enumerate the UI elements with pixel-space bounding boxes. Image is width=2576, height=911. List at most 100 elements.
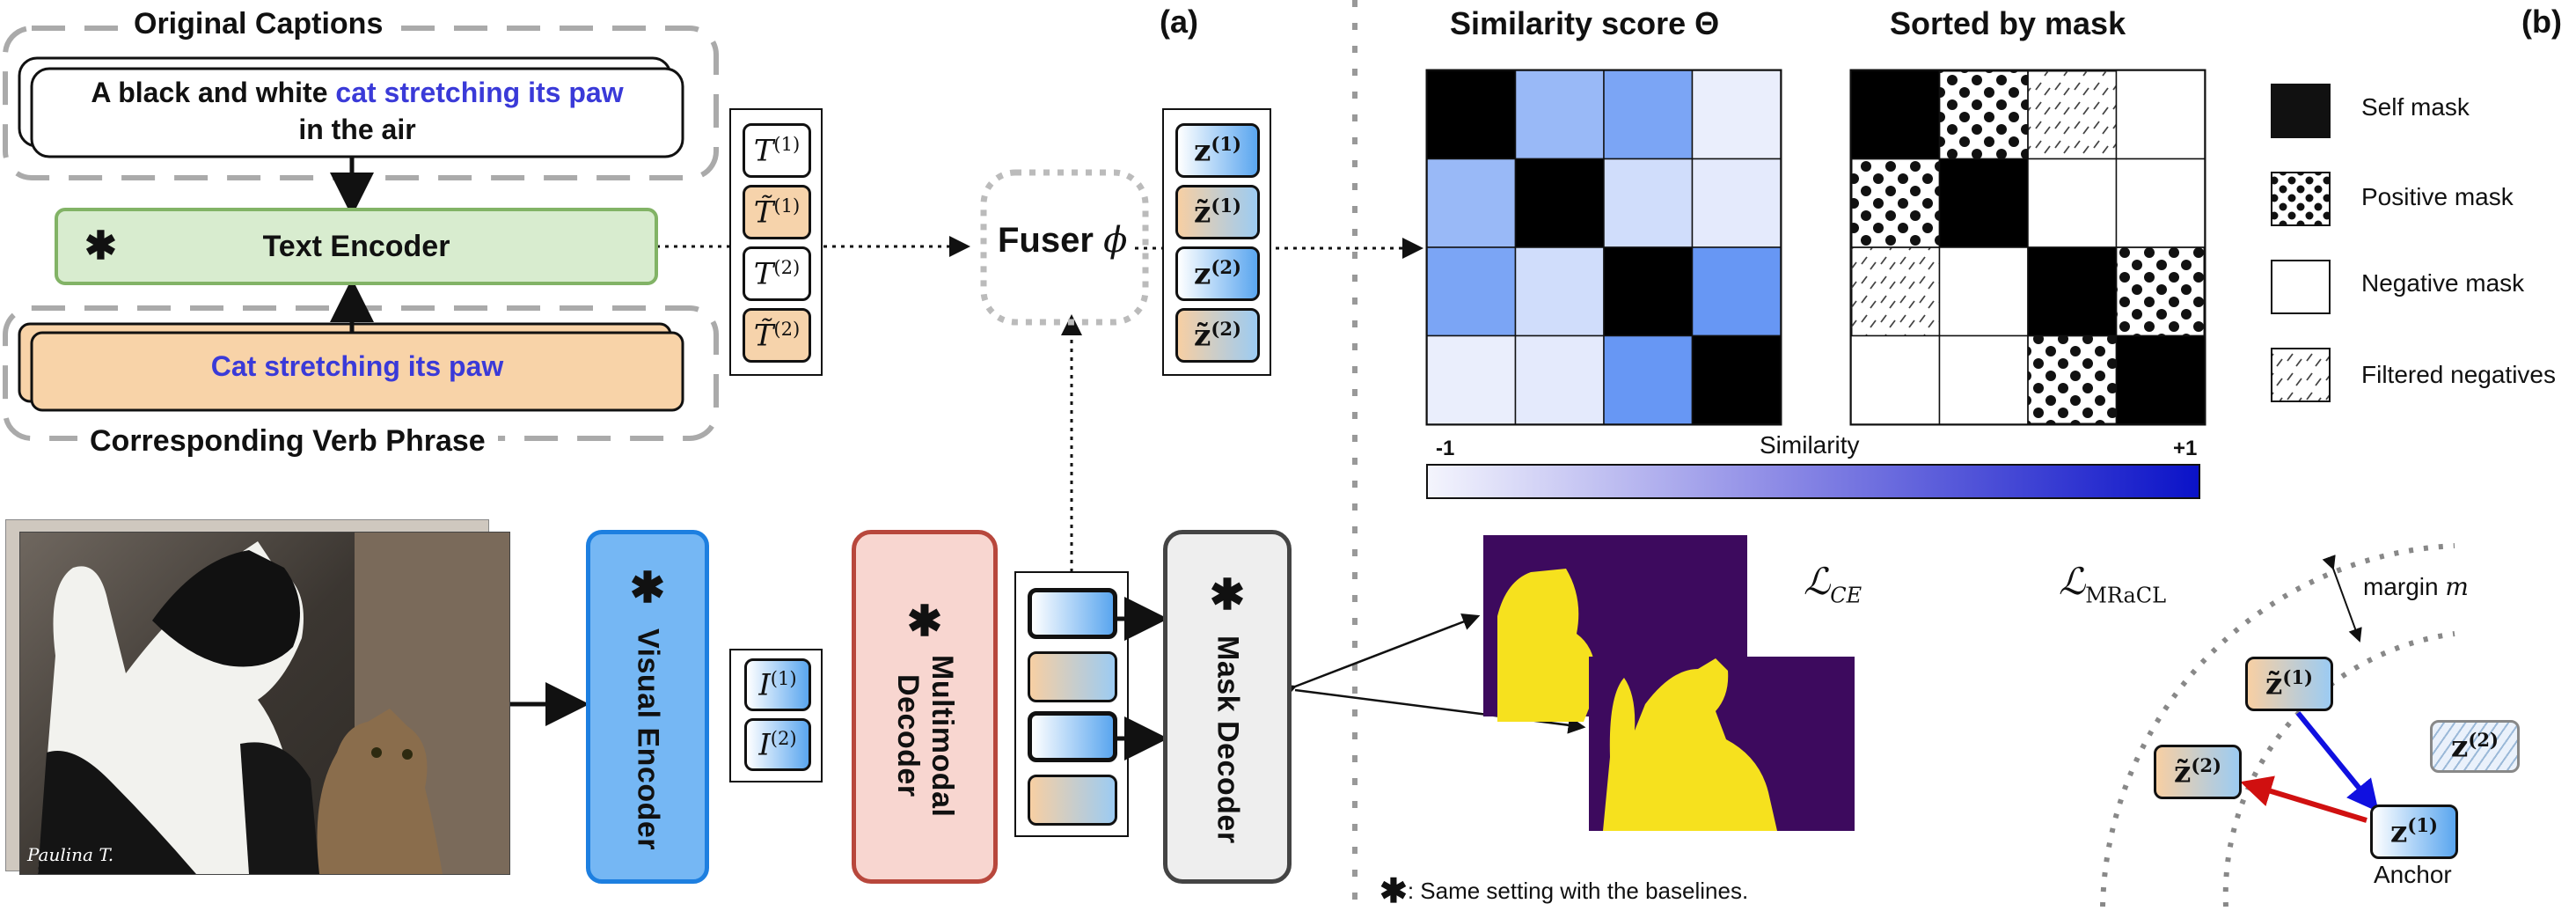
similarity-cell-3-2: [1603, 334, 1694, 425]
mask-cell-negative-1-2: [2027, 158, 2118, 248]
fused-token-1-verb: z̃(1): [1175, 185, 1260, 239]
mask-cell-self-1-1: [1938, 158, 2029, 248]
caption-highlight: cat stretching its paw: [335, 77, 624, 108]
similarity-cell-2-0: [1426, 246, 1517, 337]
similarity-cell-0-2: [1603, 70, 1694, 160]
mm-token-1: [1028, 588, 1117, 639]
similarity-title: Similarity score Θ: [1450, 5, 1720, 41]
similarity-cell-3-1: [1514, 334, 1605, 425]
mask-cell-self-0-0: [1850, 70, 1941, 160]
mask-cell-negative-0-3: [2115, 70, 2206, 160]
mask-decoder-star: ✱: [1209, 571, 1246, 619]
similarity-cell-1-1: [1514, 158, 1605, 248]
similarity-cell-2-1: [1514, 246, 1605, 337]
mask-decoder: ✱ Mask Decoder: [1163, 530, 1292, 884]
loss-mracl: ℒMRaCL: [2059, 560, 2167, 608]
multimodal-decoder-star: ✱: [906, 598, 943, 645]
footnote-text: : Same setting with the baselines.: [1407, 878, 1749, 904]
legend-filtered-swatch: [2271, 348, 2331, 402]
footnote-star: ✱: [1379, 873, 1408, 910]
footnote: ✱: Same setting with the baselines.: [1379, 871, 1748, 911]
legend-self-swatch: [2271, 84, 2331, 138]
colorbar-min: -1: [1436, 437, 1455, 460]
vec-z-anchor: z(1): [2370, 804, 2458, 859]
caption-card: [30, 67, 684, 158]
segmentation-masks: [1483, 535, 1855, 831]
visual-encoder-label: Visual Encoder: [631, 628, 665, 851]
mask-cell-negative-2-1: [1938, 246, 2029, 337]
vec-z-filtered: z(2): [2430, 720, 2520, 773]
panel-a-label: (a): [1160, 4, 1198, 40]
similarity-cell-1-3: [1691, 158, 1782, 248]
text-encoder-label: Text Encoder: [262, 229, 450, 263]
text-token-1: T(1): [743, 123, 811, 178]
fused-token-2-verb: z̃(2): [1175, 308, 1260, 363]
colorbar-title: Similarity: [1760, 431, 1860, 459]
verb-phrase-card: [30, 331, 684, 412]
fuser-label: Fuser ϕ: [998, 220, 1128, 261]
image-token-1: I(1): [744, 658, 811, 711]
cat-illustration: [38, 533, 509, 874]
multimodal-decoder-line1: Multimodal: [926, 654, 959, 818]
text-token-1-verb: T̃(1): [743, 185, 811, 239]
anchor-label: Anchor: [2374, 861, 2452, 888]
mask-cell-negative-3-1: [1938, 334, 2029, 425]
legend-positive-swatch: [2271, 172, 2331, 226]
similarity-cell-2-2: [1603, 246, 1694, 337]
mask-cell-negative-1-3: [2115, 158, 2206, 248]
text-encoder: Text Encoder: [55, 208, 658, 285]
image-token-2: I(2): [744, 718, 811, 771]
text-encoder-star: ✱: [84, 224, 117, 268]
mask-cell-negative-3-0: [1850, 334, 1941, 425]
mask-decoder-label: Mask Decoder: [1211, 635, 1245, 844]
loss-ce: ℒCE: [1804, 560, 1862, 608]
mm-token-3: [1028, 711, 1117, 762]
text-token-2-verb: T̃(2): [743, 308, 811, 363]
legend-negative-label: Negative mask: [2361, 269, 2525, 297]
mask-cell-positive-0-1: [1938, 70, 2029, 160]
similarity-cell-1-0: [1426, 158, 1517, 248]
legend-filtered-label: Filtered negatives: [2361, 361, 2557, 388]
similarity-cell-0-0: [1426, 70, 1517, 160]
mm-token-4: [1028, 775, 1117, 826]
mask-cell-positive-3-2: [2027, 334, 2118, 425]
mask-cell-self-2-2: [2027, 246, 2118, 337]
vec-z-tilde-2: z̃(2): [2154, 745, 2242, 799]
sorted-title: Sorted by mask: [1890, 5, 2126, 41]
vec-z-tilde-1: z̃(1): [2245, 657, 2333, 711]
visual-encoder: ✱ Visual Encoder: [586, 530, 709, 884]
similarity-cell-1-2: [1603, 158, 1694, 248]
similarity-cell-2-3: [1691, 246, 1782, 337]
legend-self-label: Self mask: [2361, 93, 2470, 121]
fused-token-1: z(1): [1175, 123, 1260, 178]
similarity-cell-0-1: [1514, 70, 1605, 160]
multimodal-decoder-line2: Decoder: [891, 674, 925, 797]
caption-text: A black and white cat stretching its paw…: [35, 74, 679, 148]
mm-token-2: [1028, 651, 1117, 702]
caption-prefix: A black and white: [91, 77, 336, 108]
colorbar-max: +1: [2173, 437, 2198, 460]
text-token-2: T(2): [743, 246, 811, 301]
mask-cell-filtered-0-2: [2027, 70, 2118, 160]
margin-label: margin m: [2363, 572, 2469, 601]
similarity-cell-3-0: [1426, 334, 1517, 425]
mask-cell-self-3-3: [2115, 334, 2206, 425]
photo-watermark: Paulina T.: [27, 844, 114, 865]
multimodal-decoder: ✱ Multimodal Decoder: [852, 530, 998, 884]
verb-phrase-text: Cat stretching its paw: [210, 350, 504, 382]
cat-photo: Paulina T.: [19, 532, 510, 875]
legend-positive-label: Positive mask: [2361, 183, 2514, 210]
similarity-cell-3-3: [1691, 334, 1782, 425]
verb-phrase-title: Corresponding Verb Phrase: [77, 424, 498, 459]
mask-cell-positive-1-0: [1850, 158, 1941, 248]
legend-negative-swatch: [2271, 260, 2331, 314]
mask-cell-positive-2-3: [2115, 246, 2206, 337]
panel-b-label: (b): [2521, 4, 2562, 40]
mask-cell-filtered-2-0: [1850, 246, 1941, 337]
caption-line2: in the air: [298, 114, 416, 145]
visual-encoder-star: ✱: [629, 564, 666, 612]
similarity-cell-0-3: [1691, 70, 1782, 160]
similarity-colorbar: [1426, 464, 2200, 499]
